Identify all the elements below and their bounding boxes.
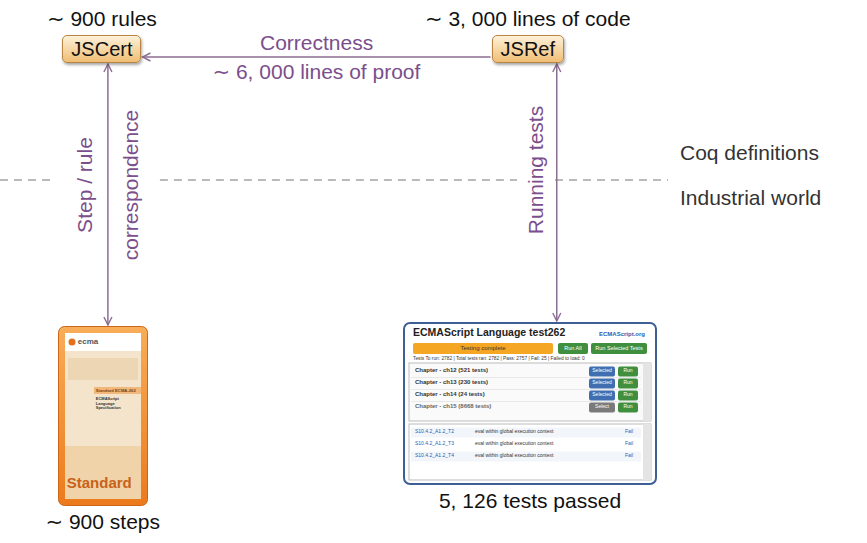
button: [589, 403, 615, 413]
screen-text: Chapter - ch15 (8668 tests): [415, 403, 491, 410]
row-stripe: [411, 452, 641, 462]
edge-label: Step / rule correspondence: [62, 98, 154, 273]
document-cover: ecmaStandard ECMA-262ECMAScript Language…: [58, 326, 148, 506]
row-stripe: [411, 428, 641, 438]
test-panel: [409, 424, 651, 480]
screen-text: Tests To run: 2782 | Total tests ran: 27…: [413, 356, 585, 362]
connector-arrow: [142, 56, 490, 58]
region-label: Industrial world: [680, 185, 821, 211]
size-note: ∼ 900 rules: [47, 6, 157, 32]
edge-label: Correctness: [260, 30, 373, 56]
button: [618, 403, 638, 413]
button: [589, 379, 615, 389]
button: [618, 391, 638, 401]
screen-text: Run Selected Tests: [591, 345, 647, 351]
screenshot-window: ECMAScript Language test262 ECMAScript.or…: [403, 322, 657, 485]
scrollbar: [643, 424, 651, 480]
screen-text: Fail: [625, 453, 633, 459]
cover-text: ECMAScript Language Specification: [96, 397, 138, 411]
screen-text: S10.4.2_A1.2_T3: [415, 441, 454, 447]
cover-text: Standard ECMA-262: [96, 389, 136, 394]
box-title: JSRef: [501, 38, 555, 60]
divider-line: [160, 179, 517, 180]
screen-text: Run All: [558, 345, 588, 351]
test-node: ECMAScript Language test262 ECMAScript.or…: [403, 322, 657, 513]
screen-text: Run: [618, 392, 638, 398]
screen-text: Run: [618, 404, 638, 410]
cover-page: [65, 333, 141, 499]
proof-size-note: ∼ 6, 000 lines of proof: [213, 59, 421, 85]
screen-text: S10.4.2_A1.2_T4: [415, 453, 454, 459]
screen-text: Select: [589, 404, 615, 410]
region-label: Coq definitions: [680, 140, 819, 166]
window-frame: [404, 323, 656, 484]
interpreter-node: ∼ 3, 000 lines of codeJSRef: [425, 6, 631, 63]
row-rule: [411, 377, 641, 379]
divider-line: [555, 179, 668, 180]
scrollbar: [643, 363, 651, 421]
cover-text: Standard: [67, 474, 132, 491]
button: [618, 367, 638, 377]
process-box: JSRef: [492, 35, 564, 63]
row-stripe: [411, 440, 641, 450]
cover-frame: [58, 327, 147, 506]
button: [589, 391, 615, 401]
screen-text: ECMAScript Language test262: [413, 326, 565, 338]
screen-text: ECMAScript.org: [599, 331, 645, 338]
screen-text: eval within global execution context: [475, 453, 553, 459]
cover-footer: [65, 446, 141, 499]
divider-line: [0, 179, 56, 180]
cover-text: ecma: [78, 337, 98, 346]
row-rule: [411, 389, 641, 391]
screen-text: Testing complete: [413, 345, 553, 352]
caption: 5, 126 tests passed: [439, 488, 621, 513]
screen-text: Fail: [625, 429, 633, 435]
screen-text: S10.4.2_A1.2_T2: [415, 429, 454, 435]
screen-text: Selected: [589, 392, 615, 398]
document-node: ecmaStandard ECMA-262ECMAScript Language…: [46, 326, 161, 534]
spec-node: ∼ 900 rulesJSCert: [47, 6, 157, 63]
screen-text: Fail: [625, 441, 633, 447]
button: [618, 379, 638, 389]
cover-band: [65, 333, 141, 351]
chapter-panel: [409, 363, 651, 421]
edge-label: Running tests: [523, 106, 549, 234]
logo-mark: [68, 339, 75, 346]
button: [558, 343, 588, 354]
screen-text: Chapter - ch14 (24 tests): [415, 391, 485, 398]
screen-text: Selected: [589, 380, 615, 386]
screen-text: Chapter - ch12 (521 tests): [415, 367, 488, 374]
cover-strip: [94, 387, 141, 394]
process-box: JSCert: [62, 35, 141, 63]
size-note: ∼ 3, 000 lines of code: [425, 6, 631, 32]
button: [589, 367, 615, 377]
screen-text: eval within global execution context: [475, 429, 553, 435]
caption: ∼ 900 steps: [46, 509, 161, 534]
connector-arrow: [107, 64, 109, 325]
connector-arrow: [556, 64, 558, 321]
cover-pattern: [68, 358, 138, 380]
screen-text: eval within global execution context: [475, 441, 553, 447]
screen-text: Chapter - ch13 (230 tests): [415, 379, 488, 386]
screen-text: Run: [618, 368, 638, 374]
screen-text: Selected: [589, 368, 615, 374]
box-title: JSCert: [71, 38, 132, 60]
progress-bar: [413, 343, 553, 354]
screen-text: Run: [618, 380, 638, 386]
button: [591, 343, 647, 354]
row-rule: [411, 401, 641, 403]
